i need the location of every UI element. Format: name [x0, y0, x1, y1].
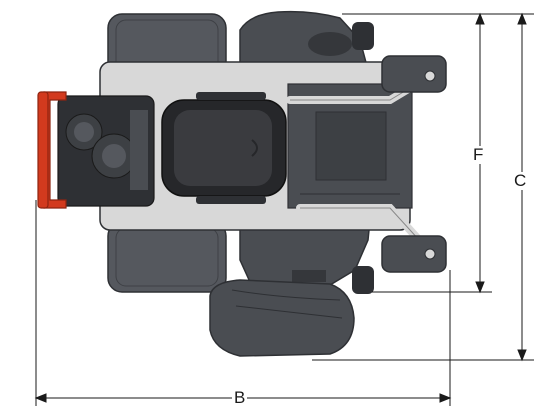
operator-seat: [161, 99, 287, 197]
dimension-f-label: F: [471, 145, 486, 164]
dimension-b-label: B: [232, 388, 248, 407]
engine: [57, 95, 155, 207]
front-caster-wheel-top: [381, 55, 447, 93]
deck-gauge-wheel-top: [352, 22, 374, 50]
rear-tire-bottom: [107, 221, 227, 293]
front-caster-wheel-bottom: [381, 235, 447, 273]
dimension-c-label: C: [512, 171, 529, 190]
discharge-chute: [209, 279, 355, 357]
control-levers: [196, 92, 266, 204]
rear-bumper-frame: [37, 91, 67, 209]
deck-gauge-wheel-bottom: [352, 266, 374, 294]
